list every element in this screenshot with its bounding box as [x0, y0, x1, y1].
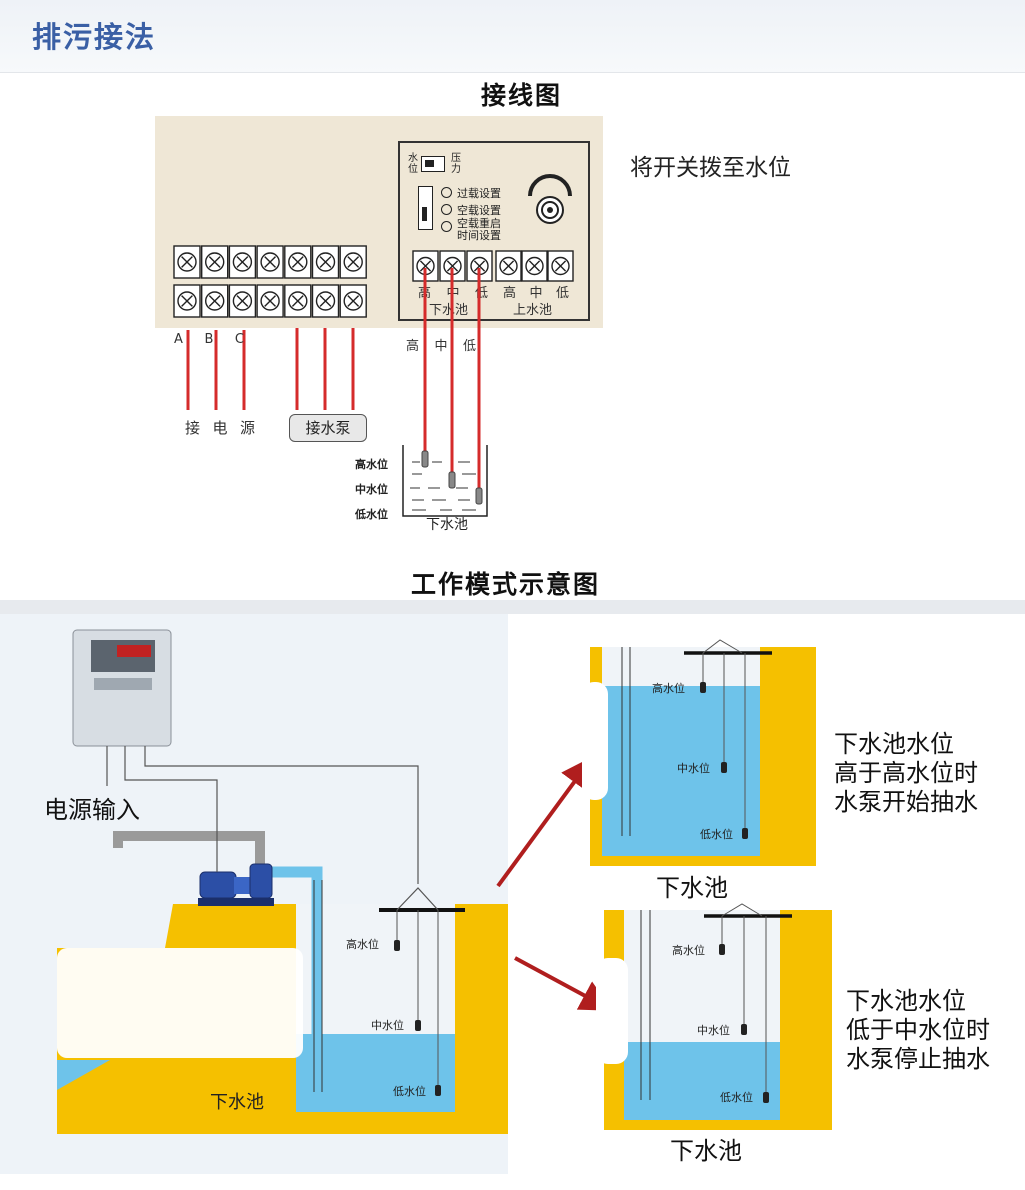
main-low-label: 低水位: [393, 1085, 426, 1098]
callout-high: 下水池水位 高于高水位时 水泵开始抽水: [834, 730, 978, 816]
main-high-label: 高水位: [346, 938, 379, 951]
page-title: 排污接法: [32, 20, 157, 54]
top-high-label: 高水位: [652, 682, 685, 695]
upper-term-labels: 高中低: [503, 286, 569, 301]
header-band: [0, 0, 1025, 73]
power-input-label: 电源输入: [44, 796, 140, 824]
settings-list: 过载设置 空载设置 空载重启时间设置: [441, 184, 501, 242]
bottom-pool-label: 下水池: [670, 1137, 742, 1165]
divider: [0, 600, 1025, 614]
lower-pool-label: 下水池: [429, 303, 469, 318]
top-mid-label: 中水位: [677, 762, 710, 775]
setting-knob-icon[interactable]: [441, 204, 452, 215]
small-tank-label: 下水池: [426, 517, 468, 533]
callout-low: 下水池水位 低于中水位时 水泵停止抽水: [846, 987, 990, 1073]
mode-title: 工作模式示意图: [411, 570, 601, 599]
power-label: 接电源: [185, 419, 255, 437]
upper-pool-label: 上水池: [513, 303, 553, 318]
bottom-high-label: 高水位: [672, 944, 705, 957]
setting-knob-icon[interactable]: [441, 187, 452, 198]
switch-label-water: 水位: [408, 153, 418, 175]
dip-switch[interactable]: [418, 186, 433, 230]
mode-switch[interactable]: [421, 156, 445, 172]
top-low-label: 低水位: [700, 828, 733, 841]
switch-note: 将开关拨至水位: [630, 155, 791, 181]
bottom-mid-label: 中水位: [697, 1024, 730, 1037]
pump-label: 接水泵: [289, 414, 367, 442]
tank-level-labels: 高水位中水位低水位: [355, 458, 388, 521]
main-pool-label: 下水池: [210, 1092, 264, 1113]
bottom-low-label: 低水位: [720, 1091, 753, 1104]
wire-level-labels: 高中低: [406, 339, 476, 354]
setting-knob-icon[interactable]: [441, 221, 452, 232]
rotary-dial-icon[interactable]: [526, 174, 574, 228]
switch-label-pressure: 压力: [451, 153, 461, 175]
main-mid-label: 中水位: [371, 1019, 404, 1032]
wiring-title: 接线图: [481, 81, 563, 110]
top-pool-label: 下水池: [656, 874, 728, 902]
